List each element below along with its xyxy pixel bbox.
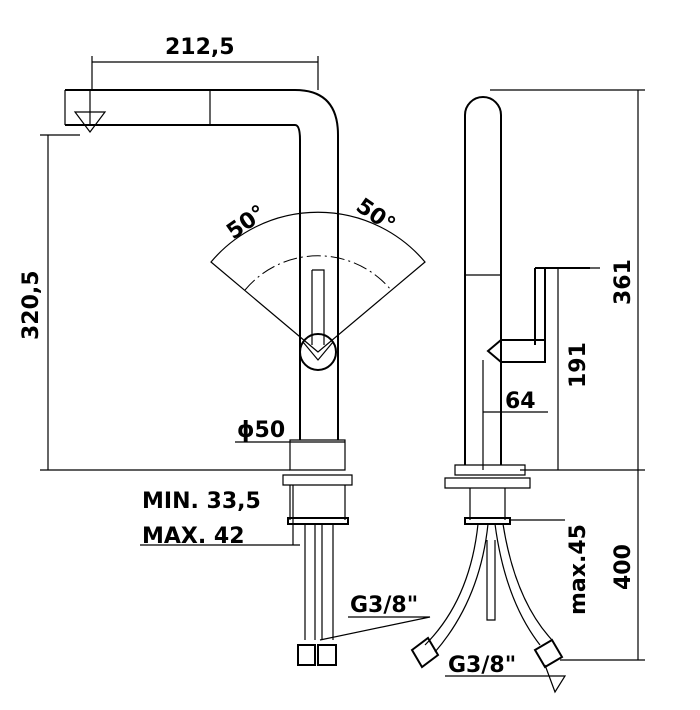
side-hose-nuts — [410, 636, 564, 669]
connection-left-label: G3/8" — [350, 593, 418, 618]
spout-reach-label: 212,5 — [165, 35, 235, 60]
base — [282, 439, 353, 520]
connection-right-leader — [445, 664, 567, 694]
spout-height-label: 320,5 — [19, 270, 44, 340]
spout-outline — [65, 89, 339, 440]
total-height-dim-line — [490, 89, 645, 661]
side-hoses — [424, 523, 553, 653]
hoses — [304, 524, 334, 640]
handle-lever — [302, 269, 334, 361]
min-thickness-label: MIN. 33,5 — [142, 489, 261, 514]
handle-height-label: 191 — [566, 342, 591, 388]
hose-nuts — [297, 644, 337, 666]
hose-length-label: 400 — [611, 544, 636, 590]
max-thickness-label: MAX. 42 — [142, 524, 245, 549]
spray-head — [64, 90, 211, 133]
body-outline — [464, 96, 502, 465]
handle-offset-dim-line — [482, 360, 548, 470]
swivel-right-label: 50° — [351, 194, 399, 238]
swivel-arc — [244, 255, 392, 291]
fixing-ring — [287, 517, 349, 525]
total-height-label: 361 — [611, 259, 636, 305]
swivel-left-label: 50° — [222, 201, 270, 245]
front-view: 212,5 50° 50° 320,5 ϕ50 MIN. 33,5 MAX. 4… — [19, 35, 431, 666]
connection-right-label: G3/8" — [448, 653, 516, 678]
side-base — [444, 464, 531, 520]
swivel-fan — [210, 211, 426, 353]
handle-pivot — [299, 333, 337, 371]
body-diameter-label: ϕ50 — [237, 418, 285, 443]
connection-left-leader — [319, 616, 431, 641]
side-handle — [486, 267, 590, 363]
handle-offset-label: 64 — [505, 389, 536, 414]
handle-height-dim-line — [557, 267, 600, 470]
thickness-dim-line — [140, 485, 300, 546]
side-view: 361 191 64 max.45 400 G3/8" — [410, 89, 645, 694]
reach-dim-line — [91, 56, 319, 90]
max-hole-label: max.45 — [566, 524, 591, 615]
side-fixing-ring — [464, 517, 511, 525]
height-dim-line — [40, 134, 290, 471]
